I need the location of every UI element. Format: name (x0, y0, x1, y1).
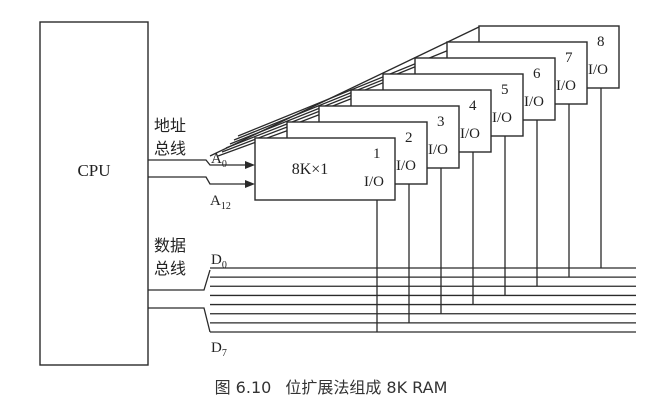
chip-1-number: 1 (373, 146, 381, 162)
fanout-line-6 (237, 49, 450, 137)
address-line-a0 (148, 159, 246, 166)
chip-1: 1I/O 8K×1 (254, 137, 396, 201)
data-bus-label-1: 数据 (154, 236, 186, 255)
arrow-a0-icon (245, 161, 255, 169)
chip-2-number: 2 (405, 130, 413, 146)
address-a12-label: A12 (210, 193, 231, 212)
arrow-a12-icon (245, 180, 255, 188)
chip-5-number: 5 (501, 82, 509, 98)
address-bus-label-2: 总线 (154, 139, 186, 158)
address-line-a12 (148, 176, 246, 185)
chip-3-number: 3 (437, 114, 445, 130)
chip-7-io-label: I/O (556, 78, 576, 94)
chip-4-io-label: I/O (460, 126, 480, 142)
chip-3-io-label: I/O (428, 142, 448, 158)
chip-7-number: 7 (565, 50, 573, 66)
data-d7-label: D7 (211, 340, 227, 359)
data-bus-lines (210, 267, 636, 333)
fanout-line-2 (221, 113, 322, 153)
chip-8-io-label: I/O (588, 62, 608, 78)
chip-4-number: 4 (469, 98, 477, 114)
chip-5-io-label: I/O (492, 110, 512, 126)
chip-1-io-label: I/O (364, 174, 384, 190)
chip-2-io-label: I/O (396, 158, 416, 174)
io-connections (376, 88, 602, 332)
memory-chips: 8I/O7I/O6I/O5I/O4I/O3I/O2I/O1I/O8K×1 (254, 25, 620, 201)
chip-6-number: 6 (533, 66, 541, 82)
chip-8-number: 8 (597, 34, 605, 50)
address-a0-label: A0 (211, 151, 227, 170)
chip-1-box (254, 137, 396, 201)
address-bus-label-1: 地址 (154, 116, 186, 135)
fanout-line-1 (217, 129, 290, 157)
data-line-d7 (148, 307, 211, 333)
data-line-d0 (148, 269, 211, 291)
cpu-label: CPU (77, 161, 110, 180)
cpu-block (39, 21, 149, 366)
chip-6-io-label: I/O (524, 94, 544, 110)
data-d0-label: D0 (211, 252, 227, 271)
data-bus-label-2: 总线 (154, 259, 186, 278)
chip-main-label: 8K×1 (292, 161, 329, 178)
